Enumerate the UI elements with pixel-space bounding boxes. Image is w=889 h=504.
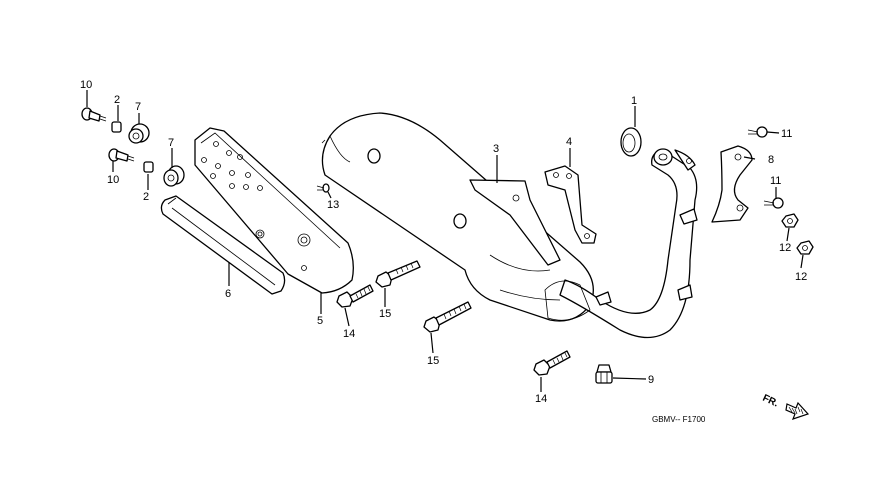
part-5-heat-shield — [194, 127, 354, 294]
part-15-upper-bolt — [375, 260, 421, 288]
callout-2-lower: 2 — [143, 191, 149, 203]
part-14-right-bolt — [533, 350, 571, 376]
part-7-upper-grommet — [128, 123, 150, 144]
callout-8: 8 — [768, 154, 774, 166]
front-direction-marker: FR. — [761, 393, 810, 420]
diagram-code: GBMV-- F1700 — [652, 415, 706, 424]
part-1-gasket — [620, 127, 642, 157]
front-arrow-icon — [785, 401, 810, 420]
callout-9: 9 — [648, 374, 654, 386]
part-10-upper-bolt — [81, 107, 107, 122]
callout-13: 13 — [327, 199, 339, 211]
exhaust-pipe — [544, 148, 698, 339]
callout-12-upper: 12 — [779, 242, 791, 254]
part-10-lower-bolt — [108, 148, 135, 162]
callout-11-lower: 11 — [770, 175, 781, 187]
callout-12-lower: 12 — [795, 271, 807, 283]
heat-shield-holes — [201, 141, 311, 271]
callout-3: 3 — [493, 143, 499, 155]
part-2-upper-collar — [111, 121, 122, 133]
callout-4: 4 — [566, 136, 572, 148]
callout-7-lower: 7 — [168, 137, 174, 149]
callout-11-upper: 11 — [781, 128, 792, 140]
callout-10-upper: 10 — [80, 79, 92, 91]
front-marker-label: FR. — [761, 393, 780, 410]
callout-15-upper: 15 — [379, 308, 391, 320]
part-14-left-bolt — [336, 284, 374, 308]
part-3-bracket — [469, 179, 561, 266]
part-15-lower-bolt — [423, 301, 472, 333]
callout-2-upper: 2 — [114, 94, 120, 106]
part-12-lower-nut — [796, 240, 814, 255]
part-7-lower-grommet — [163, 165, 185, 187]
part-8-pipe-protector — [711, 145, 753, 223]
callout-5: 5 — [317, 315, 323, 327]
callout-7-upper: 7 — [135, 101, 141, 113]
callout-1: 1 — [631, 95, 637, 107]
callout-14-right: 14 — [535, 393, 547, 405]
part-13-screw — [316, 183, 330, 193]
part-11-lower-bolt — [763, 197, 784, 209]
part-2-lower-collar — [143, 161, 154, 173]
part-6-protector — [160, 195, 286, 295]
part-4-bracket — [544, 165, 597, 244]
part-11-upper-bolt — [747, 126, 768, 138]
callout-labels: 10 2 7 7 10 2 6 5 13 14 15 15 14 3 4 1 8… — [80, 79, 807, 405]
callout-15-lower: 15 — [427, 355, 439, 367]
callout-14-left: 14 — [343, 328, 355, 340]
leader-lines — [86, 90, 804, 392]
part-12-upper-nut — [781, 213, 799, 228]
callout-6: 6 — [225, 288, 231, 300]
callout-10-lower: 10 — [107, 174, 119, 186]
part-9-sensor-nut — [595, 364, 613, 384]
